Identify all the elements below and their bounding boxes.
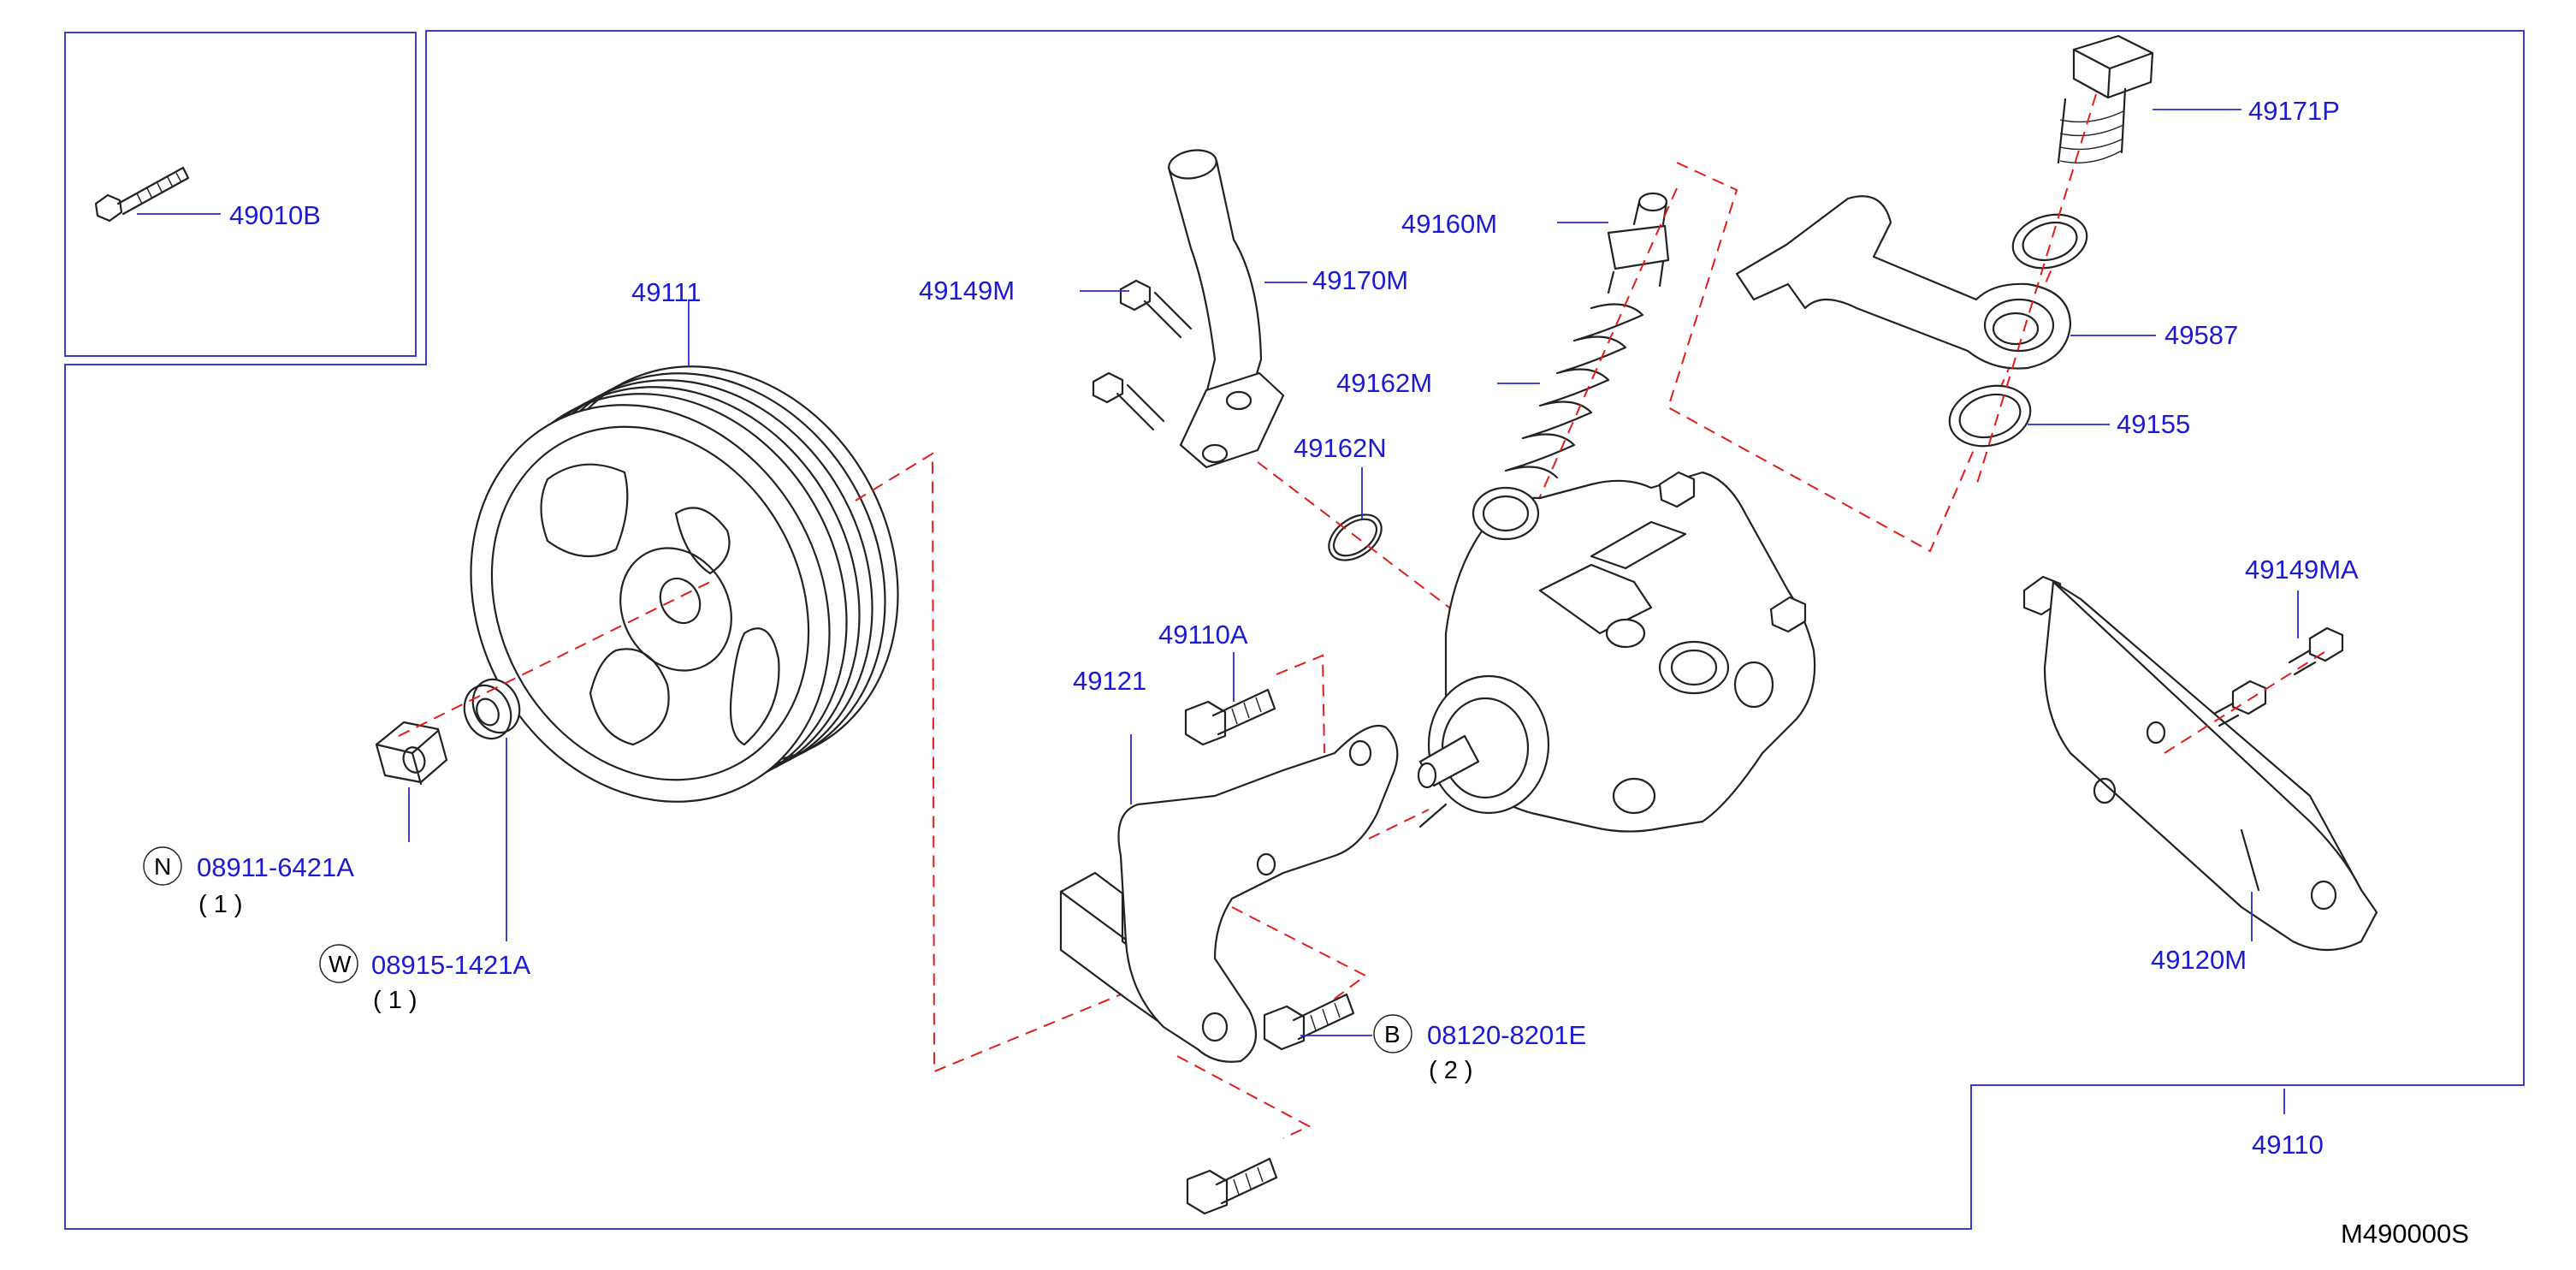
pulley-drawing	[470, 365, 899, 803]
nut-callout: N	[154, 853, 171, 880]
label-49160M[interactable]: 49160M	[1401, 209, 1497, 239]
label-49162M[interactable]: 49162M	[1336, 368, 1432, 398]
label-49162N[interactable]: 49162N	[1294, 433, 1387, 463]
front-bracket-drawing	[1059, 724, 1399, 1063]
label-49171P[interactable]: 49171P	[2248, 96, 2340, 126]
label-49170M[interactable]: 49170M	[1312, 265, 1408, 295]
washer-lower-drawing	[1948, 384, 2032, 448]
label-49110[interactable]: 49110	[2252, 1130, 2324, 1160]
label-08915-1421A[interactable]: 08915-1421A	[371, 950, 530, 980]
label-49110A[interactable]: 49110A	[1158, 620, 1248, 650]
washer-callout: W	[329, 951, 352, 977]
connector-bolt-drawing	[2057, 34, 2154, 164]
bolt-lower-drawing	[1186, 1157, 1278, 1215]
label-49149M[interactable]: 49149M	[919, 276, 1015, 306]
diagram-code: M490000S	[2341, 1219, 2469, 1249]
bolt-49149MA-drawing	[2212, 626, 2344, 727]
qty-08120-8201E: ( 2 )	[1429, 1057, 1473, 1084]
bolt-callout: B	[1384, 1021, 1401, 1047]
bolt-49010B-drawing	[94, 166, 190, 223]
label-49587[interactable]: 49587	[2164, 320, 2238, 350]
label-49155[interactable]: 49155	[2117, 409, 2190, 439]
valve-drawing	[1607, 192, 1670, 294]
bolt-08120-drawing	[1263, 993, 1355, 1051]
o-ring-drawing	[1328, 513, 1383, 561]
bolt-49110A-drawing	[1184, 688, 1276, 746]
qty-08911-6421A: ( 1 )	[198, 891, 243, 918]
pump-body-drawing	[1417, 471, 1816, 833]
inset-frame	[64, 32, 417, 357]
spring-drawing	[1504, 303, 1644, 479]
washer-drawing	[463, 678, 521, 740]
assembly-frame	[64, 30, 2525, 1230]
bolt-49149M-drawing	[1092, 279, 1193, 431]
label-49111[interactable]: 49111	[631, 277, 702, 307]
label-49120M[interactable]: 49120M	[2151, 945, 2247, 975]
eye-fitting-drawing	[1735, 195, 2072, 370]
label-49121[interactable]: 49121	[1073, 666, 1146, 696]
label-49149MA[interactable]: 49149MA	[2245, 555, 2359, 585]
label-49010B[interactable]: 49010B	[229, 200, 321, 230]
label-08911-6421A[interactable]: 08911-6421A	[197, 852, 354, 882]
inlet-tube-drawing	[1167, 149, 1285, 469]
rear-bracket-drawing	[2022, 575, 2378, 952]
qty-08915-1421A: ( 1 )	[373, 987, 417, 1014]
washer-upper-drawing	[2011, 213, 2088, 270]
label-08120-8201E[interactable]: 08120-8201E	[1427, 1020, 1586, 1050]
nut-drawing	[375, 721, 448, 786]
